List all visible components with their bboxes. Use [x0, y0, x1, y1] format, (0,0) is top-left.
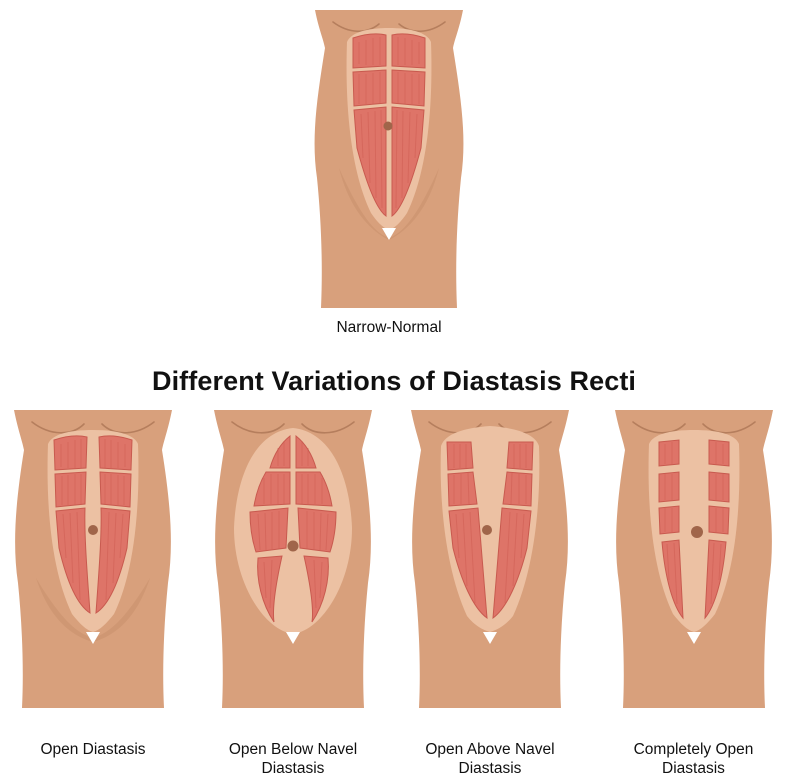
- navel: [691, 526, 703, 538]
- diagram-heading: Different Variations of Diastasis Recti: [0, 366, 788, 397]
- label-line-1: Open Below Navel: [198, 740, 388, 759]
- label-narrow-normal: Narrow-Normal: [289, 318, 489, 337]
- label-line-2: Diastasis: [599, 759, 788, 778]
- navel: [384, 122, 393, 131]
- label-line-2: Diastasis: [395, 759, 585, 778]
- label-completely-open: Completely Open Diastasis: [599, 740, 788, 778]
- label-line-1: Open Diastasis: [3, 740, 183, 759]
- torso-narrow-normal: [309, 8, 469, 308]
- label-line-1: Completely Open: [599, 740, 788, 759]
- label-open-below-navel: Open Below Navel Diastasis: [198, 740, 388, 778]
- label-open-diastasis: Open Diastasis: [3, 740, 183, 759]
- torso-open-diastasis: [10, 408, 176, 708]
- torso-open-below-navel: [210, 408, 376, 708]
- navel: [288, 541, 299, 552]
- torso-open-above-navel: [407, 408, 573, 708]
- label-open-above-navel: Open Above Navel Diastasis: [395, 740, 585, 778]
- navel: [88, 525, 98, 535]
- torso-completely-open: [611, 408, 777, 708]
- navel: [482, 525, 492, 535]
- label-line-2: Diastasis: [198, 759, 388, 778]
- label-line-1: Open Above Navel: [395, 740, 585, 759]
